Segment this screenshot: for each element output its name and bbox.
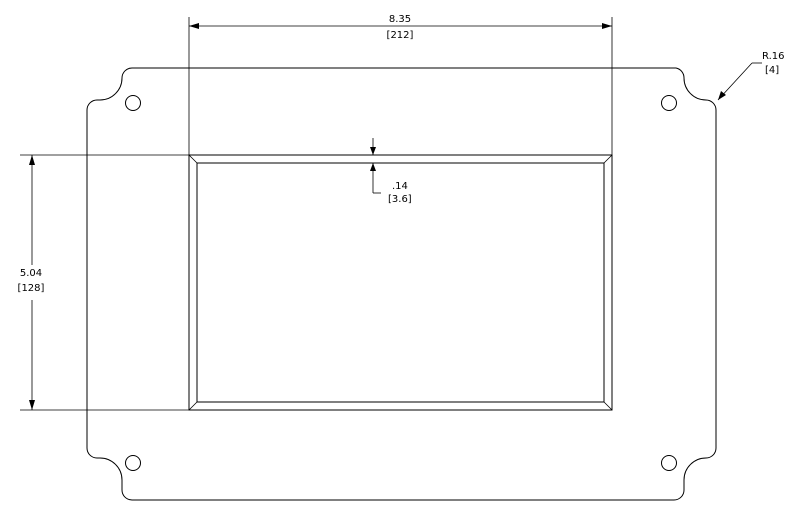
height-value: 5.04 [20,268,42,279]
window-bevel-tr [603,154,613,164]
mounting-hole-top-left [125,95,141,111]
mounting-hole-bottom-right [661,455,677,471]
height-dimension: 5.04 [128] [18,154,189,411]
window-inner [196,162,605,403]
window-bevel-br [603,401,613,411]
window-bevel-tl [188,154,198,164]
radius-value: R.16 [762,51,785,62]
window-outer [188,154,613,411]
border-value: .14 [392,181,408,192]
mounting-hole-bottom-left [125,455,141,471]
mounting-hole-top-right [661,95,677,111]
radius-callout: R.16 [4] [717,51,785,101]
height-metric: [128] [18,283,45,294]
width-value: 8.35 [389,14,411,25]
border-metric: [3.6] [388,194,412,205]
window-bevel-bl [188,401,198,411]
width-metric: [212] [387,30,414,41]
radius-metric: [4] [765,65,779,76]
border-dimension: .14 [3.6] [370,138,412,205]
plate-outline [86,67,717,501]
width-dimension: 8.35 [212] [188,14,613,155]
